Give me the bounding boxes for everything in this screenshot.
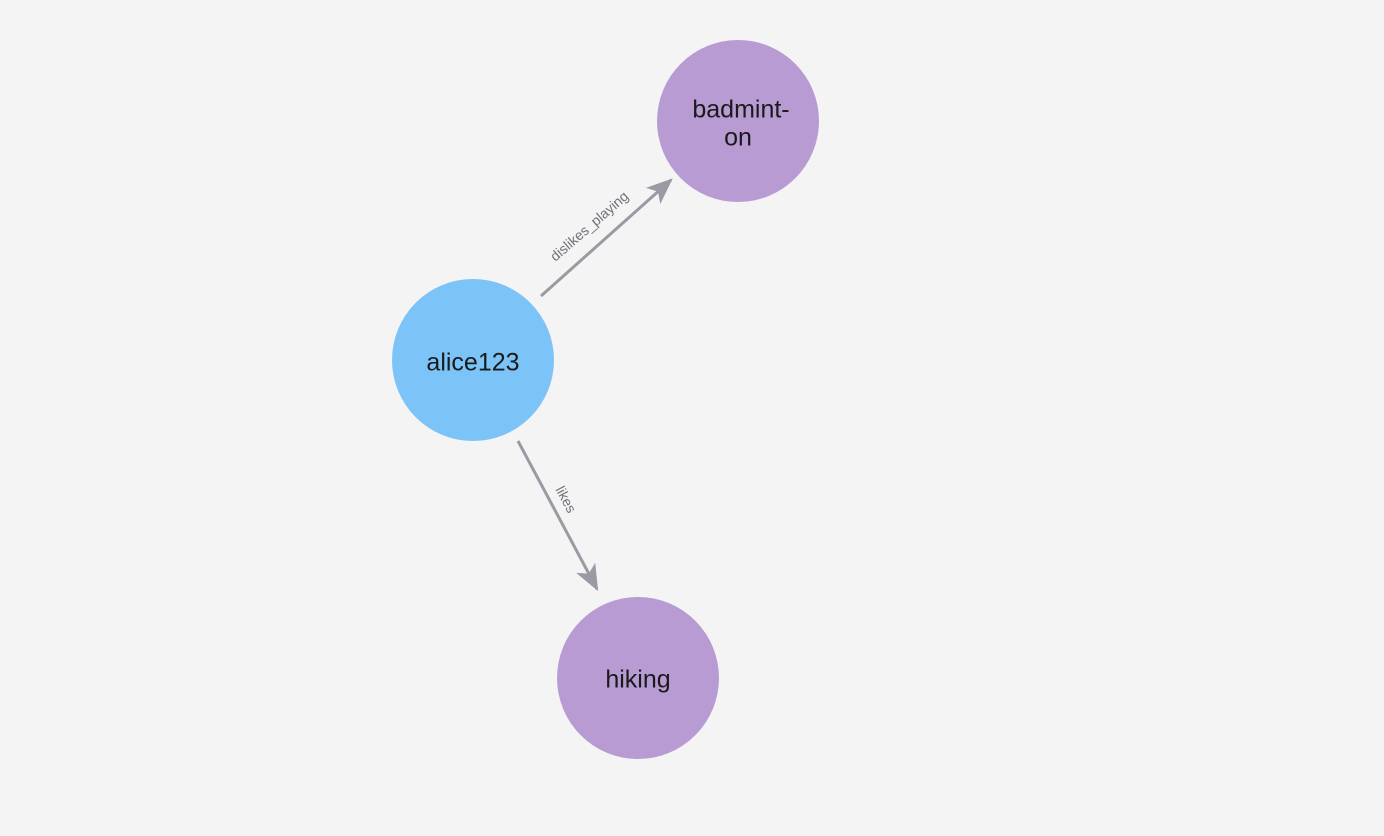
node-badminton[interactable]: badmint- on bbox=[657, 40, 819, 202]
node-circle-alice123[interactable] bbox=[392, 279, 554, 441]
node-hiking[interactable]: hiking bbox=[557, 597, 719, 759]
edge-dislikes-playing[interactable]: dislikes_playing bbox=[540, 178, 673, 298]
node-alice123[interactable]: alice123 bbox=[392, 279, 554, 441]
edge-line-dislikes-playing[interactable] bbox=[540, 178, 673, 298]
edge-likes[interactable]: likes bbox=[516, 440, 599, 592]
node-circle-badminton[interactable] bbox=[657, 40, 819, 202]
edge-line-likes[interactable] bbox=[516, 440, 599, 592]
nodes-layer: alice123 badmint- on hiking bbox=[392, 40, 819, 759]
node-circle-hiking[interactable] bbox=[557, 597, 719, 759]
